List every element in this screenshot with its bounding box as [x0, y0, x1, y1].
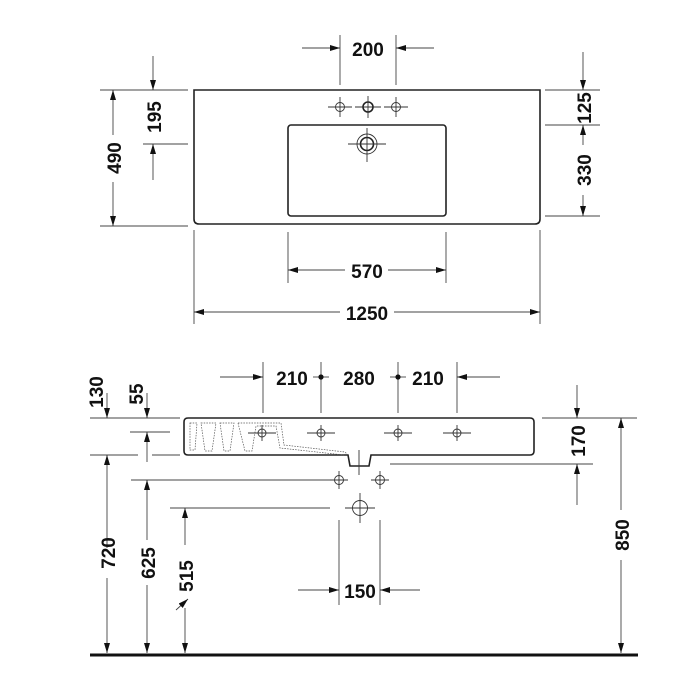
dim-supply-height: 625 [139, 547, 160, 579]
dim-back-to-bowl: 125 [575, 92, 596, 124]
supply-connection-icons [330, 471, 389, 489]
dim-hole-middle: 280 [343, 369, 375, 390]
dim-hole-left: 210 [276, 369, 308, 390]
dim-bowl-depth: 330 [575, 154, 596, 186]
dim-waste-height: 515 [177, 560, 198, 592]
basin-top-outline [193, 89, 541, 225]
dim-apron-height: 170 [569, 425, 590, 457]
drain-icon [348, 128, 386, 162]
dim-bowl-width: 570 [351, 262, 383, 283]
dim-total-depth: 490 [105, 142, 126, 174]
dim-front-to-tap: 195 [145, 101, 166, 133]
dim-tap-spacing: 200 [352, 40, 384, 61]
bowl-outline [287, 124, 447, 217]
dim-top-offset: 55 [127, 383, 148, 405]
dim-rim-height: 850 [613, 519, 634, 551]
basin-side-outline [183, 417, 535, 467]
arrow-icon [175, 598, 189, 611]
tap-hole-icons [328, 96, 408, 118]
dim-supply-spacing: 150 [344, 582, 376, 603]
dim-underside-height: 720 [99, 537, 120, 569]
dim-total-width: 1250 [346, 304, 388, 325]
dim-rim-thickness: 130 [87, 376, 108, 408]
dim-hole-right: 210 [412, 369, 444, 390]
waste-connection-icon [345, 493, 375, 523]
top-view: 200 490 195 125 330 570 1250 [100, 35, 600, 325]
side-view: 210 280 210 130 55 720 625 515 150 [87, 362, 638, 657]
internal-ribs [189, 422, 349, 456]
side-tap-hole-icons [248, 425, 471, 441]
